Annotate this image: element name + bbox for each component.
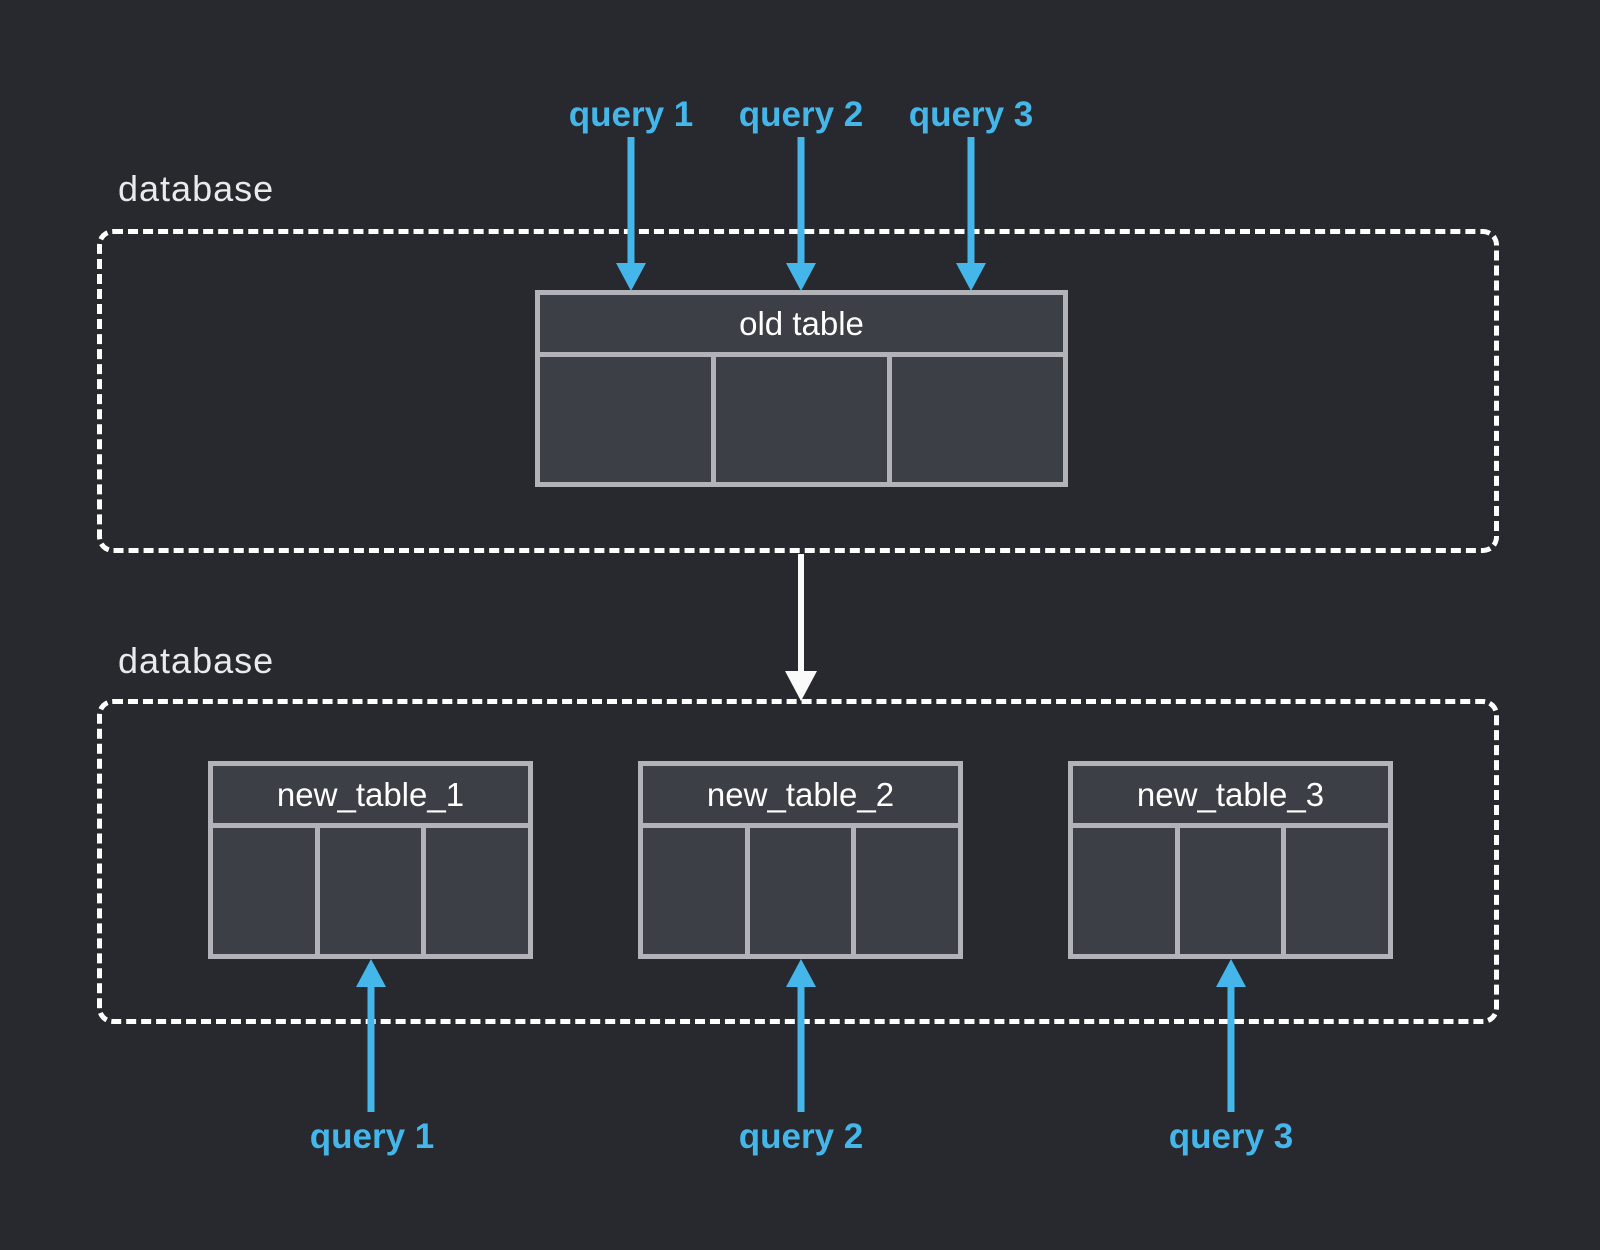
table-cell	[856, 828, 959, 954]
old-table-cells	[540, 357, 1063, 482]
migration-arrow	[785, 554, 817, 701]
new-table-1-title: new_table_1	[213, 766, 528, 823]
database-label-top: database	[118, 168, 275, 209]
query-2-label-bottom: query 2	[738, 1117, 864, 1156]
table-cell	[892, 357, 1063, 482]
query-1-label-bottom: query 1	[309, 1117, 435, 1156]
table-cell	[426, 828, 529, 954]
query-1-label-top: query 1	[568, 95, 694, 134]
query-3-label-bottom: query 3	[1168, 1117, 1294, 1156]
old-table: old table	[535, 290, 1068, 487]
new-table-2-title: new_table_2	[643, 766, 958, 823]
new-table-3-cells	[1073, 828, 1389, 954]
new-table-2-cells	[643, 828, 959, 954]
table-cell	[213, 828, 315, 954]
table-cell	[540, 357, 711, 482]
query-3-label-top: query 3	[908, 95, 1034, 134]
table-cell	[319, 828, 422, 954]
query-2-label-top: query 2	[738, 95, 864, 134]
new-table-3: new_table_3	[1068, 761, 1393, 959]
table-cell	[1179, 828, 1282, 954]
table-cell	[716, 357, 887, 482]
database-label-bottom: database	[118, 640, 275, 681]
table-cell	[643, 828, 745, 954]
new-table-1: new_table_1	[208, 761, 533, 959]
old-table-title: old table	[540, 295, 1063, 352]
new-table-3-title: new_table_3	[1073, 766, 1388, 823]
table-cell	[1073, 828, 1175, 954]
new-table-1-cells	[213, 828, 529, 954]
table-cell	[1286, 828, 1389, 954]
new-table-2: new_table_2	[638, 761, 963, 959]
table-cell	[749, 828, 852, 954]
